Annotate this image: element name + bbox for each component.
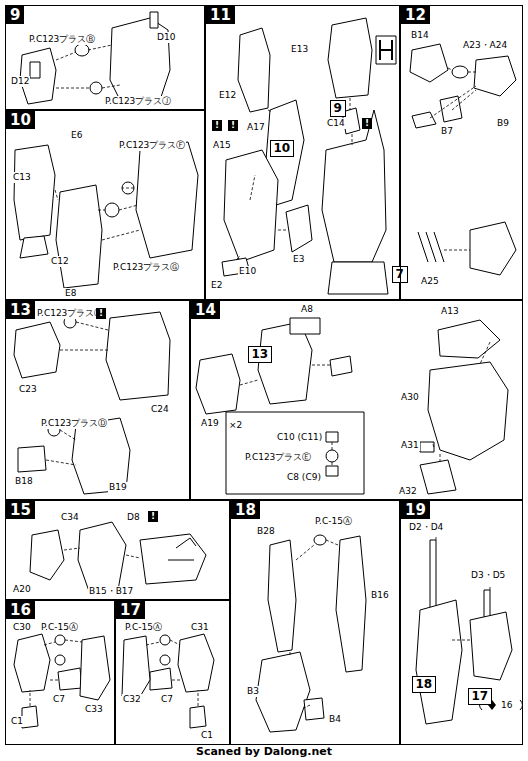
part-label: C24 [150, 404, 170, 415]
part-label: C7 [160, 694, 174, 705]
part-label: C23 [18, 384, 38, 395]
part-label: P.C-15Ⓐ [40, 622, 79, 633]
step-panel: 14 13 [190, 300, 523, 500]
part-label: E2 [210, 280, 223, 291]
step-number: 17 [116, 601, 145, 619]
step-panel: 9 [5, 5, 205, 110]
step-number: 16 [6, 601, 35, 619]
part-label: A17 [246, 122, 266, 133]
part-label: C33 [84, 704, 104, 715]
part-label: E6 [70, 130, 83, 141]
watermark: Scaned by Dalong.net [195, 745, 333, 758]
caution-icon: ! [362, 118, 372, 129]
part-label: B3 [246, 686, 260, 697]
part-label: C10 (C11) [276, 432, 323, 443]
step-number: 11 [206, 6, 235, 24]
step-number: 12 [401, 6, 430, 24]
part-label: A30 [400, 392, 420, 403]
reference-box: 10 [270, 140, 295, 157]
step-number: 18 [231, 501, 260, 519]
part-label: A23・A24 [462, 40, 508, 51]
part-label: C30 [12, 622, 32, 633]
part-label: C32 [122, 694, 142, 705]
part-label: P.C123プラスⒷ [28, 34, 96, 45]
part-label: P.C123プラスⒻ [118, 140, 186, 151]
reference-box: 13 [248, 346, 273, 363]
caution-icon: ! [148, 511, 158, 522]
part-label: D3・D5 [470, 570, 506, 581]
part-label: B7 [440, 126, 454, 137]
part-label: P.C-15Ⓐ [124, 622, 163, 633]
reference-box: 9 [330, 100, 346, 117]
step-number: 14 [191, 301, 220, 319]
part-label: P.C123プラスⒺ [244, 452, 312, 463]
part-label: C13 [12, 172, 32, 183]
part-label: A32 [398, 486, 418, 497]
part-label: P.C123プラスⓀ [36, 308, 104, 319]
part-label: C12 [50, 256, 70, 267]
part-label: B9 [496, 118, 510, 129]
part-label: C34 [60, 512, 80, 523]
caution-icon: ! [228, 120, 238, 131]
caution-icon: ! [212, 120, 222, 131]
part-label: B16 [370, 590, 390, 601]
step-number: 19 [401, 501, 430, 519]
reference-box: 18 [412, 676, 437, 693]
part-label: A15 [212, 140, 232, 151]
part-label: 16 [500, 700, 513, 711]
part-label: D12 [10, 76, 30, 87]
part-label: C8 (C9) [286, 472, 322, 483]
part-label: E10 [238, 266, 257, 277]
part-label: C14 [326, 118, 346, 129]
part-label: P.C123プラスⒹ [40, 418, 108, 429]
step-panel: 13 [5, 300, 190, 500]
part-label: P.C123プラスⒿ [104, 96, 172, 107]
part-label: B18 [14, 476, 34, 487]
step-number: 13 [6, 301, 35, 319]
step-number: 10 [6, 111, 35, 129]
part-label: A25 [420, 276, 440, 287]
part-label: C1 [10, 716, 24, 727]
reference-number: 17 [469, 689, 492, 704]
part-label: C7 [52, 694, 66, 705]
part-label: E12 [218, 90, 237, 101]
part-label: ×2 [228, 420, 243, 431]
part-label: C1 [200, 730, 214, 741]
part-label: E8 [64, 288, 77, 299]
part-label: A20 [12, 584, 32, 595]
part-label: B14 [410, 30, 430, 41]
reference-number: 9 [331, 101, 345, 116]
reference-number: 10 [271, 141, 294, 156]
part-label: B15・B17 [88, 586, 134, 597]
part-label: E13 [290, 44, 309, 55]
part-label: D10 [156, 32, 176, 43]
reference-number: 18 [413, 677, 436, 692]
reference-box: 17 [468, 688, 493, 705]
part-label: E3 [292, 254, 305, 265]
part-label: P.C123プラスⒼ [112, 262, 180, 273]
part-label: B19 [108, 482, 128, 493]
part-label: D8 [126, 512, 141, 523]
part-label: B28 [256, 526, 276, 537]
part-label: C31 [190, 622, 210, 633]
part-label: P.C-15Ⓐ [314, 516, 353, 527]
part-label: A19 [200, 418, 220, 429]
part-label: A13 [440, 306, 460, 317]
part-label: B4 [328, 714, 342, 725]
step-number: 9 [6, 6, 24, 24]
caution-icon: ! [96, 308, 106, 319]
part-label: A31 [400, 440, 420, 451]
step-panel: 15 [5, 500, 230, 600]
step-number: 15 [6, 501, 35, 519]
part-label: D2・D4 [408, 522, 444, 533]
reference-number: 13 [249, 347, 272, 362]
part-label: A8 [300, 304, 314, 315]
